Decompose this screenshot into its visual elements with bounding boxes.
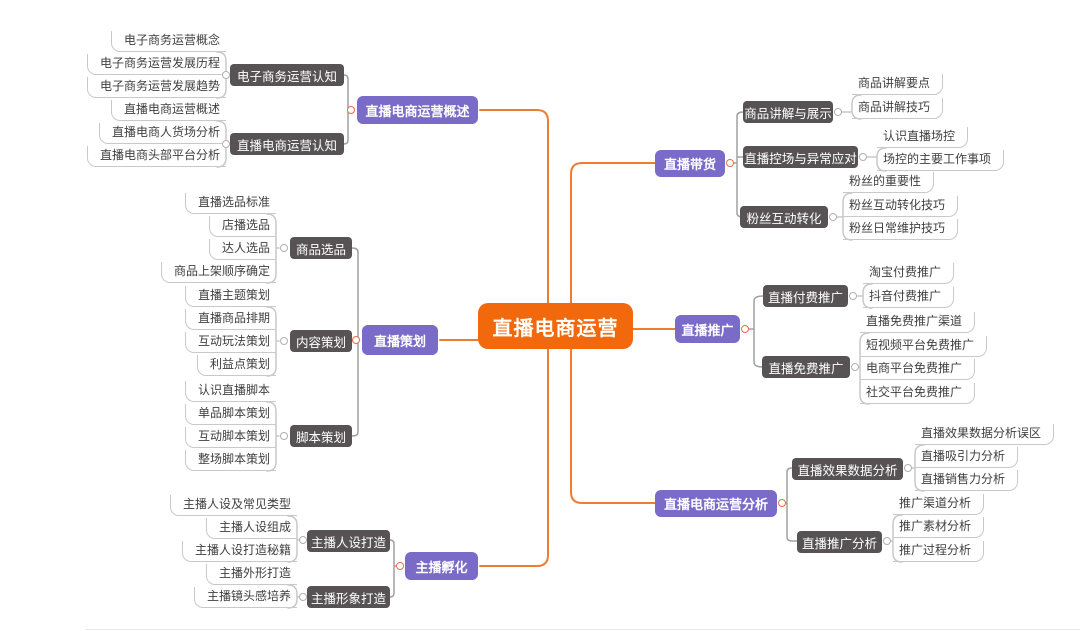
leaf-topic[interactable]: 主播人设打造秘籍: [181, 541, 297, 562]
branch-host-incubation[interactable]: 主播孵化: [405, 552, 478, 580]
leaf-topic[interactable]: 推广素材分析: [893, 517, 985, 538]
sub-anchor-dot[interactable]: [299, 593, 307, 601]
leaf-topic[interactable]: 直播电商人货场分析: [98, 123, 226, 144]
leaf-topic[interactable]: 单品脚本策划: [184, 404, 276, 425]
branch-anchor-dot[interactable]: [778, 499, 786, 507]
sub-anchor-dot[interactable]: [299, 536, 307, 544]
sub-script-planning[interactable]: 脚本策划: [290, 425, 352, 447]
leaf-topic[interactable]: 主播人设及常见类型: [169, 495, 297, 516]
sub-anchor-dot[interactable]: [883, 537, 891, 545]
leaf-topic[interactable]: 商品上架顺序确定: [160, 262, 276, 283]
leaf-topic[interactable]: 直播免费推广渠道: [860, 312, 976, 333]
leaf-topic[interactable]: 认识直播场控: [877, 127, 969, 148]
sub-anchor-dot[interactable]: [849, 292, 857, 300]
leaf-topic[interactable]: 抖音付费推广: [863, 287, 955, 308]
sub-effect-data-analysis[interactable]: 直播效果数据分析: [792, 458, 903, 480]
sub-anchor-dot[interactable]: [280, 432, 288, 440]
sub-anchor-dot[interactable]: [280, 244, 288, 252]
leaf-topic[interactable]: 商品讲解要点: [852, 74, 944, 95]
sub-product-selection[interactable]: 商品选品: [290, 237, 352, 259]
sub-anchor-dot[interactable]: [222, 140, 230, 148]
sub-free-promotion[interactable]: 直播免费推广: [762, 356, 850, 378]
sub-anchor-dot[interactable]: [222, 71, 230, 79]
leaf-topic[interactable]: 场控的主要工作事项: [877, 150, 1005, 171]
leaf-topic[interactable]: 电子商务运营发展历程: [86, 54, 226, 75]
leaf-topic[interactable]: 直播主题策划: [184, 286, 276, 307]
branch-operation-analysis[interactable]: 直播电商运营分析: [655, 490, 777, 517]
sub-host-image[interactable]: 主播形象打造: [307, 586, 390, 608]
leaf-topic[interactable]: 整场脚本策划: [184, 450, 276, 471]
leaf-topic[interactable]: 淘宝付费推广: [863, 263, 955, 284]
branch-live-promotion[interactable]: 直播推广: [675, 315, 740, 343]
central-topic[interactable]: 直播电商运营: [478, 303, 633, 349]
leaf-topic[interactable]: 推广渠道分析: [893, 494, 985, 515]
sub-host-persona[interactable]: 主播人设打造: [307, 530, 390, 552]
page-bottom-divider: [85, 629, 1080, 630]
leaf-topic[interactable]: 电子商务运营概念: [110, 31, 226, 52]
leaf-topic[interactable]: 利益点策划: [196, 355, 276, 376]
branch-anchor-dot[interactable]: [726, 159, 734, 167]
leaf-topic[interactable]: 粉丝互动转化技巧: [843, 196, 959, 217]
sub-anchor-dot[interactable]: [280, 337, 288, 345]
branch-live-selling[interactable]: 直播带货: [655, 150, 725, 177]
sub-anchor-dot[interactable]: [834, 108, 842, 116]
sub-ecommerce-cognition[interactable]: 电子商务运营认知: [230, 64, 344, 86]
leaf-topic[interactable]: 直播电商运营概述: [110, 100, 226, 121]
leaf-topic[interactable]: 直播吸引力分析: [915, 447, 1019, 468]
branch-anchor-dot[interactable]: [396, 562, 404, 570]
sub-field-control[interactable]: 直播控场与异常应对: [743, 146, 858, 168]
leaf-topic[interactable]: 粉丝日常维护技巧: [843, 219, 959, 240]
branch-live-planning[interactable]: 直播策划: [362, 325, 438, 355]
branch-anchor-dot[interactable]: [741, 325, 749, 333]
sub-anchor-dot[interactable]: [829, 213, 837, 221]
leaf-topic[interactable]: 主播镜头感培养: [193, 587, 297, 608]
leaf-topic[interactable]: 店播选品: [208, 216, 276, 237]
sub-promotion-analysis[interactable]: 直播推广分析: [797, 531, 882, 553]
leaf-topic[interactable]: 认识直播脚本: [184, 381, 276, 402]
sub-paid-promotion[interactable]: 直播付费推广: [763, 285, 848, 307]
leaf-topic[interactable]: 直播商品排期: [184, 309, 276, 330]
sub-live-ecommerce-cognition[interactable]: 直播电商运营认知: [230, 133, 344, 155]
leaf-topic[interactable]: 粉丝的重要性: [843, 172, 935, 193]
sub-fan-conversion[interactable]: 粉丝互动转化: [740, 206, 828, 228]
sub-product-demo[interactable]: 商品讲解与展示: [743, 101, 833, 123]
sub-anchor-dot[interactable]: [851, 363, 859, 371]
leaf-topic[interactable]: 商品讲解技巧: [852, 98, 944, 119]
branch-anchor-dot[interactable]: [352, 336, 360, 344]
leaf-topic[interactable]: 直播电商头部平台分析: [86, 146, 226, 167]
leaf-topic[interactable]: 推广过程分析: [893, 541, 985, 562]
leaf-topic[interactable]: 互动玩法策划: [184, 332, 276, 353]
leaf-topic[interactable]: 互动脚本策划: [184, 427, 276, 448]
leaf-topic[interactable]: 直播效果数据分析误区: [915, 424, 1055, 445]
leaf-topic[interactable]: 社交平台免费推广: [860, 383, 976, 404]
leaf-topic[interactable]: 达人选品: [208, 239, 276, 260]
branch-anchor-dot[interactable]: [347, 106, 355, 114]
leaf-topic[interactable]: 电商平台免费推广: [860, 359, 976, 380]
sub-content-planning[interactable]: 内容策划: [290, 330, 352, 352]
leaf-topic[interactable]: 主播人设组成: [205, 518, 297, 539]
sub-anchor-dot[interactable]: [904, 464, 912, 472]
leaf-topic[interactable]: 短视频平台免费推广: [860, 336, 988, 357]
leaf-topic[interactable]: 直播销售力分析: [915, 470, 1019, 491]
leaf-topic[interactable]: 直播选品标准: [184, 193, 276, 214]
sub-anchor-dot[interactable]: [859, 153, 867, 161]
leaf-topic[interactable]: 电子商务运营发展趋势: [86, 77, 226, 98]
leaf-topic[interactable]: 主播外形打造: [205, 564, 297, 585]
branch-operation-overview[interactable]: 直播电商运营概述: [357, 96, 478, 124]
